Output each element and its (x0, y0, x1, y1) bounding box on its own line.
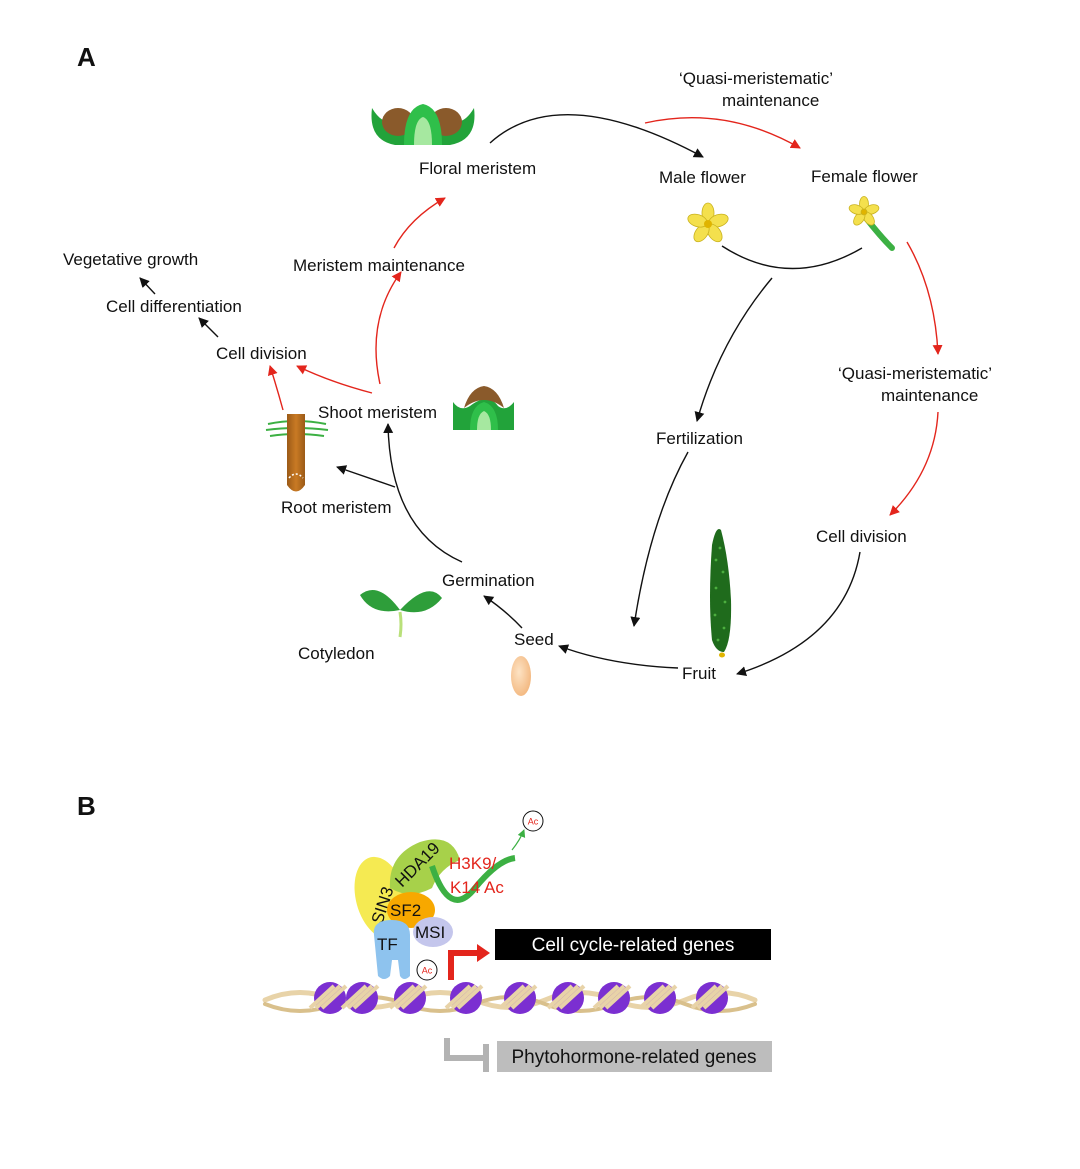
label-shoot-meristem: Shoot meristem (318, 403, 437, 422)
sf2-protein: SF2 (387, 892, 435, 928)
nucleosome (340, 982, 380, 1014)
floral-meristem-illustration (371, 104, 475, 145)
cotyledon-illustration (360, 590, 442, 638)
label-k14-ac: K14 Ac (450, 878, 504, 897)
label-floral-meristem: Floral meristem (419, 159, 536, 178)
female-flower-illustration (848, 196, 895, 251)
arrow-maintenance-to-floral (393, 197, 446, 249)
label-cotyledon: Cotyledon (298, 644, 375, 663)
arrow-shoot-to-meristem-maintenance (375, 271, 402, 385)
nucleosome (308, 982, 348, 1014)
arrow-to-fertilization (694, 277, 773, 422)
label-seed: Seed (514, 630, 554, 649)
root-illustration (265, 414, 329, 492)
arrow-germination-to-shoot (383, 423, 463, 563)
arrow-quasi-to-cell-division (889, 411, 939, 516)
label-sf2: SF2 (390, 901, 421, 920)
tf-protein: TF (373, 920, 410, 979)
panel-a-labels: ‘Quasi-meristematic’ maintenance Floral … (63, 69, 992, 683)
chromatin (262, 982, 758, 1014)
fruit-illustration (710, 529, 732, 658)
arrow-seed-to-germination (483, 595, 523, 629)
msi-protein: MSI (413, 917, 453, 947)
label-vegetative-growth: Vegetative growth (63, 250, 198, 269)
panel-letter-a: A (77, 42, 96, 72)
label-female-flower: Female flower (811, 167, 918, 186)
label-quasi-right-2: maintenance (881, 386, 978, 405)
arrow-fruit-to-seed (558, 644, 679, 669)
phytohormone-genes-box (497, 1041, 772, 1072)
label-quasi-top-1: ‘Quasi-meristematic’ (679, 69, 833, 88)
label-ac-released: Ac (528, 817, 539, 827)
arrow-shoot-to-cell-division (296, 365, 373, 394)
nucleosome (592, 982, 632, 1014)
nucleosome (444, 982, 484, 1014)
nucleosome (638, 982, 678, 1014)
panel-letter-b: B (77, 791, 96, 821)
shoot-meristem-illustration (453, 386, 514, 430)
label-meristem-maintenance: Meristem maintenance (293, 256, 465, 275)
seed-illustration (511, 656, 531, 696)
label-cell-division-left: Cell division (216, 344, 307, 363)
ac-tag-bound (416, 959, 438, 981)
arrow-to-root-meristem (336, 465, 396, 488)
nucleosome (546, 982, 586, 1014)
arrow-female-to-quasi (906, 241, 943, 355)
arc-flowers-join (721, 245, 863, 270)
nucleosome (690, 982, 730, 1014)
arrow-to-vegetative-growth (139, 277, 156, 295)
label-germination: Germination (442, 571, 535, 590)
label-root-meristem: Root meristem (281, 498, 392, 517)
arrow-floral-to-male (489, 113, 704, 158)
deacetylation-loop (429, 855, 516, 903)
label-cell-cycle-genes: Cell cycle-related genes (532, 935, 735, 956)
label-tf: TF (377, 935, 398, 954)
label-h3k9: H3K9/ (449, 854, 497, 873)
arrow-to-cell-differentiation (198, 317, 219, 338)
arrow-to-female-flower (644, 116, 801, 149)
repression-line (444, 1038, 484, 1061)
activation-arrowhead (477, 944, 490, 962)
arrow-root-to-cell-division (267, 365, 284, 411)
label-fertilization: Fertilization (656, 429, 743, 448)
ac-release-arrow (511, 829, 526, 851)
label-quasi-right-1: ‘Quasi-meristematic’ (838, 364, 992, 383)
label-cell-division-right: Cell division (816, 527, 907, 546)
black-arrows (139, 113, 863, 677)
arrow-fertilization-to-fruit (630, 451, 689, 627)
label-male-flower: Male flower (659, 168, 746, 187)
label-phytohormone-genes: Phytohormone-related genes (511, 1047, 756, 1068)
label-msi: MSI (415, 923, 445, 942)
nucleosome (498, 982, 538, 1014)
red-arrows (267, 116, 943, 516)
arrow-celldivision-to-fruit (736, 551, 861, 677)
label-ac-bound: Ac (422, 966, 433, 976)
hda19-protein: HDA19 (389, 839, 460, 894)
protein-complex: SIN3 HDA19 Ac SF2 MSI TF H3K9/ K14 Ac (354, 810, 544, 981)
nucleosome (388, 982, 428, 1014)
cell-cycle-genes-box (495, 929, 771, 960)
label-quasi-top-2: maintenance (722, 91, 819, 110)
ac-tag-released (522, 810, 544, 832)
label-fruit: Fruit (682, 664, 716, 683)
male-flower-illustration (687, 202, 729, 243)
nucleosomes (308, 982, 730, 1014)
activation-arrow (448, 950, 478, 980)
label-cell-differentiation: Cell differentiation (106, 297, 242, 316)
